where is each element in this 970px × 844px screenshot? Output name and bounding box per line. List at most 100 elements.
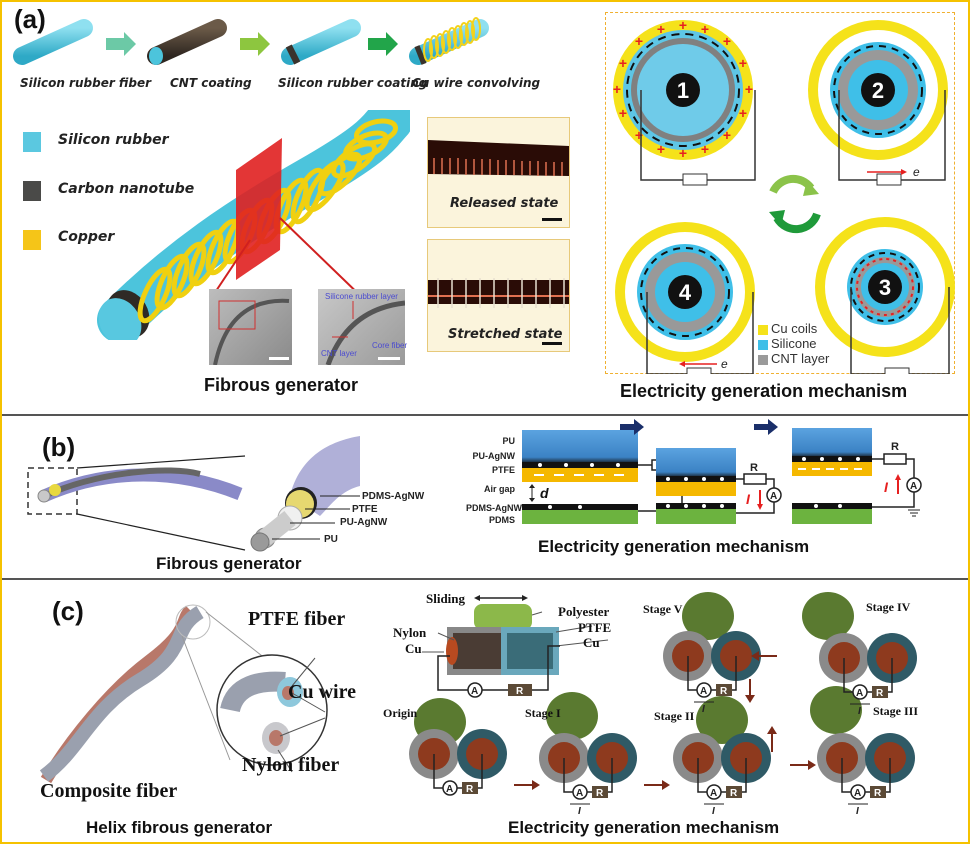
mech-b-label-pdms: PDMS (488, 515, 515, 525)
panel-divider-bc (2, 578, 968, 580)
resistor-icon (870, 786, 886, 798)
svg-text:+: + (657, 21, 665, 37)
circuit-wire (843, 658, 893, 693)
mechanism-box (605, 12, 955, 374)
layer-label-pdms-agnw: PDMS-AgNW (362, 491, 425, 502)
resistor-icon (872, 686, 888, 698)
ammeter-label: A (856, 688, 863, 699)
schematic-ammeter: A (471, 686, 478, 697)
circuit-wire (433, 754, 483, 789)
circuit-wire (687, 656, 737, 691)
layer-label-pu: PU (324, 534, 338, 545)
ammeter-icon (696, 682, 712, 698)
stage-1: +++ +++ +++ +++ ++++ 1 (613, 17, 756, 186)
schematic-label-ptfe: PTFE (578, 620, 612, 635)
svg-text:+: + (701, 141, 709, 157)
legend-swatch-copper (23, 230, 41, 250)
mechanism-b-diagram: d R A R A I (522, 419, 922, 524)
fiber-silicon-coated (281, 19, 361, 65)
mech-legend-label-cu: Cu coils (771, 321, 818, 336)
mech-legend-label-cnt: CNT layer (771, 351, 830, 366)
process-arrow-3 (368, 32, 398, 56)
svg-text:+: + (635, 127, 643, 143)
svg-text:+: + (723, 127, 731, 143)
fiber-cu-wound (409, 17, 489, 65)
svg-text:+: + (679, 145, 687, 161)
mech-b-state-2: R A I (656, 448, 782, 524)
stage-4: 4 e (615, 222, 755, 374)
svg-text:+: + (739, 105, 747, 121)
stage-3: 3 (815, 217, 955, 374)
sem-image-overview (209, 289, 292, 366)
ammeter-label: A (700, 686, 707, 697)
resistor-label-2: R (750, 462, 758, 474)
stage-label-2: Stage II (654, 709, 695, 723)
mech-legend-swatch-silicone (758, 340, 768, 350)
label-ptfe-fiber: PTFE fiber (248, 608, 346, 630)
stage-2: 2 e (808, 20, 948, 186)
electron-label-2: e (913, 165, 920, 179)
schematic-resistor: R (516, 686, 524, 697)
state-transition-arrow-1 (620, 419, 644, 435)
mech-b-state-3: R A I (792, 428, 922, 524)
svg-text:+: + (657, 141, 665, 157)
stage-label-4: Stage IV (866, 600, 911, 614)
resistor-icon (716, 684, 732, 696)
panel-a-label: (a) (14, 4, 46, 34)
stage-2-number: 2 (872, 78, 884, 103)
mech-legend-swatch-cnt (758, 355, 768, 365)
layer-label-pu-agnw: PU-AgNW (340, 517, 388, 528)
photo-label-stretched: Stretched state (448, 327, 563, 342)
resistor-icon (592, 786, 608, 798)
resistor-label: R (720, 686, 728, 697)
process-arrow-2 (240, 32, 270, 56)
mech-legend-label-silicone: Silicone (771, 336, 817, 351)
ammeter-icon (852, 684, 868, 700)
svg-text:+: + (619, 55, 627, 71)
circuit-wire (563, 758, 613, 793)
mech-b-label-ptfe: PTFE (491, 465, 515, 475)
caption-c-mechanism: Electricity generation mechanism (508, 818, 780, 837)
svg-text:+: + (619, 105, 627, 121)
mech-legend-swatch-cu (758, 325, 768, 335)
current-label: I (856, 806, 859, 817)
ammeter-label-3: A (910, 481, 917, 492)
polyester-disc (696, 696, 748, 744)
step-label-silicon-coating: Silicon rubber coating (278, 76, 428, 90)
layer-label-ptfe: PTFE (352, 504, 378, 515)
schematic-label-polyester: Polyester (558, 604, 610, 619)
cross-section-plane (236, 138, 282, 280)
stage-4-number: 4 (679, 280, 692, 305)
schematic-label-cu-left: Cu (405, 641, 422, 656)
process-illustration (13, 17, 489, 65)
svg-text:+: + (701, 21, 709, 37)
circuit-wire (841, 758, 891, 793)
sem-label-core-fiber: Core fiber (372, 341, 408, 350)
stage-label-1: Stage I (525, 706, 561, 720)
current-label: I (858, 706, 861, 717)
ammeter-label: A (576, 788, 583, 799)
sem-label-silicone-layer: Silicone rubber layer (325, 292, 398, 301)
stage-flow-arrows (514, 651, 816, 790)
stage-label-5: Stage V (643, 602, 683, 616)
sliding-schematic: A R (422, 595, 609, 698)
schematic-label-cu-right: Cu (583, 635, 600, 650)
ammeter-icon (442, 780, 458, 796)
caption-a-fibrous-generator: Fibrous generator (204, 375, 359, 395)
mech-b-label-pu-agnw: PU-AgNW (472, 451, 516, 461)
ammeter-icon (706, 784, 722, 800)
ammeter-label: A (446, 784, 453, 795)
polyester-disc (546, 692, 598, 740)
electron-label-4: e (721, 357, 728, 371)
ammeter-icon (572, 784, 588, 800)
schematic-label-nylon: Nylon (393, 625, 427, 640)
caption-b-mechanism: Electricity generation mechanism (538, 537, 810, 556)
gap-symbol: d (540, 485, 549, 501)
